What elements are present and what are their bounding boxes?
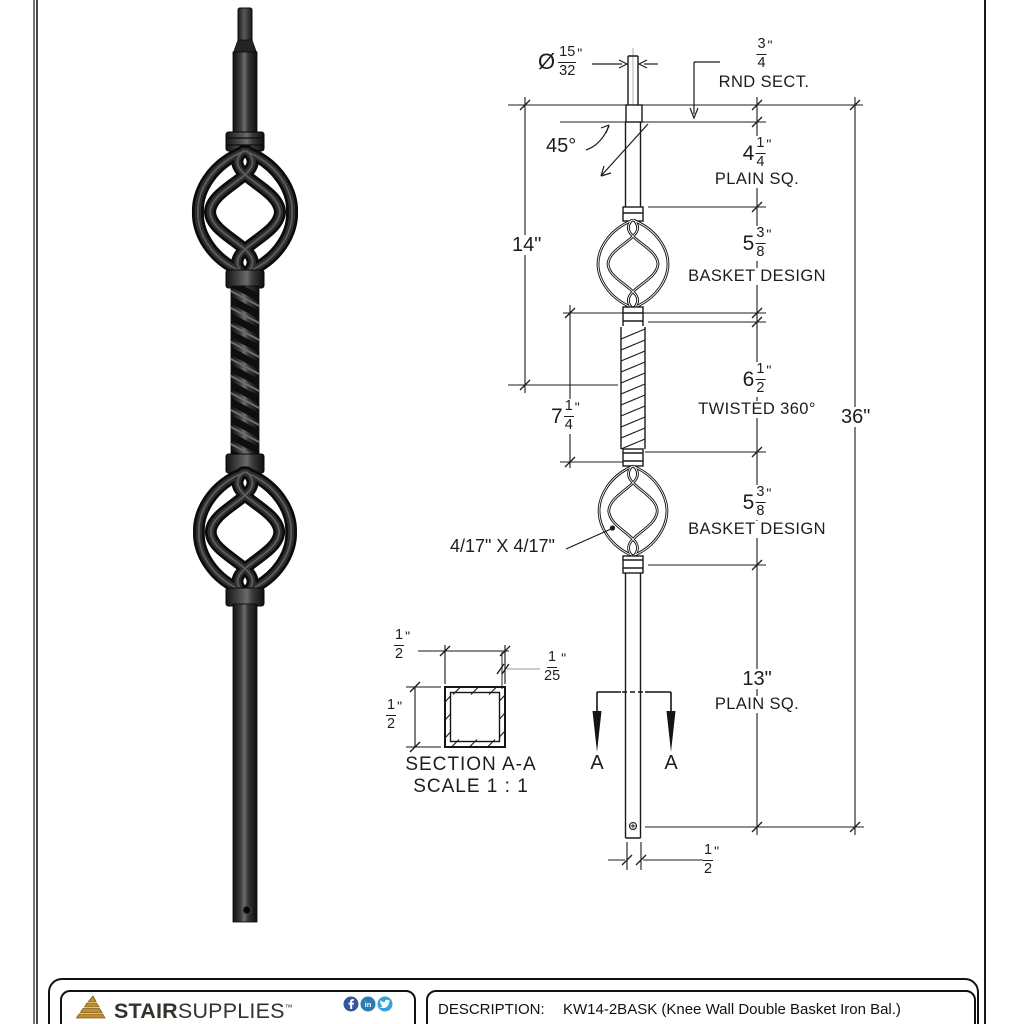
dim-fraction: 1 2: [703, 842, 714, 877]
social-icons: in: [343, 996, 393, 1012]
dim-twisted: 6 1 2 ": [740, 361, 774, 397]
twist-drawing: [620, 327, 646, 449]
section-view-drawing: [406, 645, 540, 753]
section-dim-width: 1 2 ": [394, 627, 411, 662]
dim-rnd-sect: 3 4 ": [753, 36, 775, 72]
brand-name: STAIRSUPPLIES™: [114, 999, 293, 1024]
linkedin-icon[interactable]: in: [360, 996, 376, 1012]
section-marker-right: A: [664, 752, 678, 774]
twitter-icon[interactable]: [377, 996, 393, 1012]
dim-upper-length: 14": [509, 235, 545, 255]
section-scale: SCALE 1 : 1: [413, 776, 529, 797]
dim-fraction: 1 2: [386, 697, 397, 732]
baluster-rendering: [191, 7, 299, 923]
dim-fraction: 1 2: [394, 627, 405, 662]
dim-whole: 6: [742, 367, 755, 391]
dim-plain-sq-bottom: 13": [739, 669, 775, 689]
dim-fraction: 3 4: [756, 36, 767, 71]
dimension-terminators: [519, 99, 861, 866]
section-marker-left: A: [590, 752, 604, 774]
section-dim-height: 1 2 ": [386, 697, 403, 732]
caption-plain-sq-bottom: PLAIN SQ.: [711, 696, 803, 713]
dim-basket-top: 5 3 8 ": [740, 225, 774, 261]
dim-fraction: 1 2: [755, 361, 766, 396]
title-block-description-box: [426, 990, 976, 1024]
brand-bold: STAIR: [114, 999, 178, 1023]
dim-fraction: 1 25: [544, 649, 561, 684]
mounting-hole: [242, 905, 252, 915]
dim-fraction: 3 8: [755, 225, 766, 260]
caption-rnd-sect: RND SECT.: [715, 74, 813, 91]
collar: [225, 131, 265, 152]
leader-lines: [565, 59, 720, 550]
trademark: ™: [284, 1002, 293, 1012]
dimension-lines: [508, 97, 864, 870]
diameter-symbol: Ø: [538, 49, 556, 75]
dim-chamfer-angle: 45°: [543, 136, 580, 156]
section-title: SECTION A-A: [405, 754, 537, 775]
dim-fraction: 15 32: [558, 44, 577, 79]
section-cut-arrows: [592, 691, 676, 752]
dim-fraction: 1 4: [563, 398, 574, 433]
basket-rendering-top: [191, 145, 299, 279]
basket-drawing-bottom: [597, 464, 669, 558]
basket-rendering-bottom: [193, 466, 297, 598]
dim-plain-sq-top: 4 1 4 ": [740, 135, 774, 171]
facebook-icon[interactable]: [343, 996, 359, 1012]
section-dim-wall: 1 25 ": [544, 649, 567, 684]
caption-twisted: TWISTED 360°: [695, 401, 819, 418]
dim-basket-size: 4/17" X 4/17": [450, 536, 555, 556]
dim-whole: 4: [742, 141, 755, 165]
dim-twist-length: 7 1 4 ": [549, 398, 582, 434]
svg-text:in: in: [365, 1000, 372, 1009]
caption-basket-bottom: BASKET DESIGN: [685, 521, 829, 538]
dim-bottom-width: 1 2 ": [703, 842, 720, 877]
basket-drawing-top: [596, 218, 670, 310]
stairsupplies-logo-icon: [75, 995, 106, 1019]
title-block-brand-box: [60, 990, 416, 1024]
dim-whole: 5: [742, 231, 755, 255]
description-value: KW14-2BASK (Knee Wall Double Basket Iron…: [563, 1001, 901, 1018]
dim-fraction: 1 4: [755, 135, 766, 170]
baluster-drawing: [596, 48, 670, 839]
dim-overall-length: 36": [838, 407, 874, 427]
dim-whole: 5: [742, 490, 755, 514]
dim-diameter: Ø 15 32 ": [536, 44, 585, 80]
description-label: DESCRIPTION:: [438, 1001, 545, 1018]
caption-plain-sq-top: PLAIN SQ.: [711, 171, 803, 188]
dim-whole: 7: [551, 404, 563, 428]
dim-basket-bottom: 5 3 8 ": [740, 484, 774, 520]
sheet-frame: [33, 0, 986, 1024]
brand-light: SUPPLIES: [177, 999, 285, 1023]
caption-basket-top: BASKET DESIGN: [685, 268, 829, 285]
twist-rendering: [230, 285, 260, 459]
dim-fraction: 3 8: [755, 484, 766, 519]
